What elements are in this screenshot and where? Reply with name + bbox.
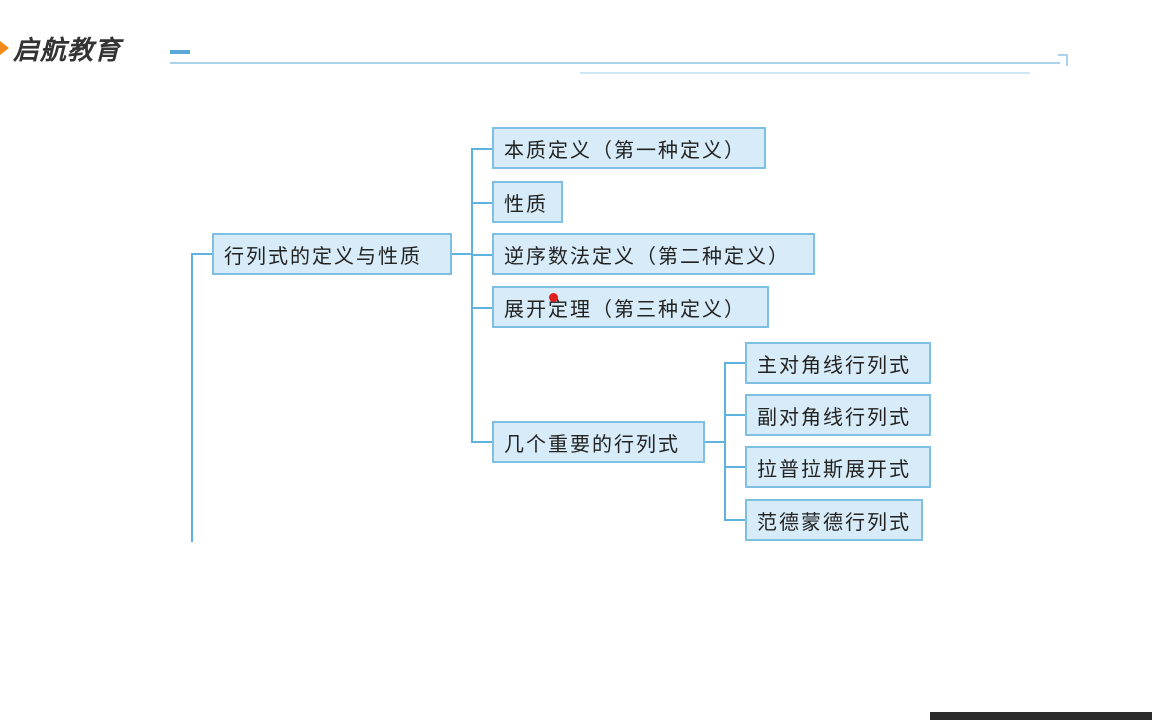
branch-connector-3 [471,254,493,256]
header-subrule [580,72,1030,74]
sub-connector-4 [724,519,746,521]
root-out-connector [452,253,472,255]
root-in-connector [191,253,213,255]
sub-node-3: 拉普拉斯展开式 [745,446,931,488]
sub-connector-2 [724,414,746,416]
sub-trunk-line [724,362,726,520]
left-trunk-line [191,253,193,542]
branch-connector-4 [471,307,493,309]
sub-node-1: 主对角线行列式 [745,342,931,384]
header-corner [1058,54,1068,66]
logo-text: 启航教育 [13,35,122,66]
laser-pointer-dot [549,293,558,302]
sub-node-4: 范德蒙德行列式 [745,499,923,541]
branch-node-2: 性质 [492,181,563,223]
header-rule [170,62,1060,64]
root-node: 行列式的定义与性质 [212,233,452,275]
brand-logo: 启航教育 [0,26,121,70]
sub-node-2: 副对角线行列式 [745,394,931,436]
logo-arrow-icon [0,41,9,55]
branch-connector-5 [471,441,493,443]
branch-node-1: 本质定义（第一种定义） [492,127,766,169]
header-accent-dash [170,50,190,54]
branch-trunk-line [471,148,473,443]
branch-connector-2 [471,202,493,204]
branch-node-5: 几个重要的行列式 [492,421,705,463]
branch-node-4: 展开定理（第三种定义） [492,286,769,328]
sub-connector-3 [724,466,746,468]
branch-node-3: 逆序数法定义（第二种定义） [492,233,815,275]
branch-connector-1 [471,148,493,150]
sub-connector-1 [724,362,746,364]
sub-out-connector [705,441,725,443]
bottom-shadow [930,712,1152,720]
